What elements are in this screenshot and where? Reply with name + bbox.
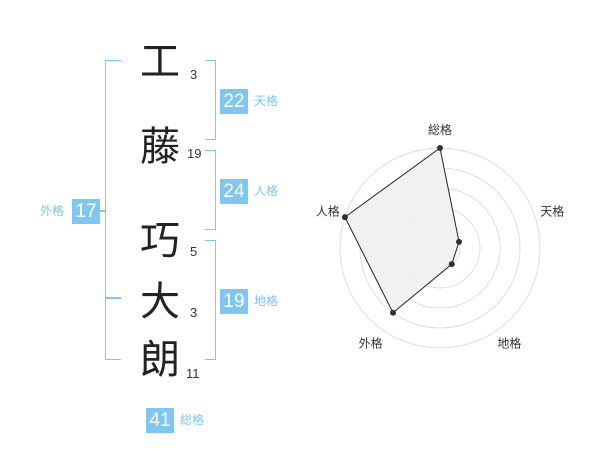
radar-point-1 (437, 145, 443, 151)
gaikaku-bracket (105, 60, 121, 360)
stroke-count-3: 5 (190, 244, 198, 259)
gaikaku-badge: 17 (72, 199, 100, 224)
stroke-count-2: 19 (187, 146, 202, 161)
radar-axis-label-4: 外格 (359, 335, 383, 350)
radar-series (344, 147, 460, 314)
tenkaku-bracket (205, 60, 216, 140)
radar-polygon (344, 147, 460, 314)
radar-axis-label-1: 総格 (428, 122, 452, 137)
name-char-1: 工 (140, 39, 180, 85)
radar-point-2 (456, 238, 463, 245)
jinkaku-label: 人格 (254, 184, 279, 198)
jinkaku-badge: 24 (220, 179, 248, 204)
soukaku-label: 総格 (180, 413, 205, 427)
name-char-4: 大 (140, 279, 180, 325)
chikaku-label: 地格 (254, 294, 279, 308)
radar-axis-label-3: 地格 (497, 335, 521, 350)
radar-axis-label-5: 人格 (316, 204, 340, 219)
stroke-count-1: 3 (190, 67, 198, 82)
radar-points (341, 145, 463, 316)
radar-point-3 (448, 261, 455, 268)
tenkaku-badge: 22 (220, 89, 248, 114)
gaikaku-label: 外格 (40, 204, 65, 218)
stroke-count-5: 11 (186, 366, 200, 381)
chikaku-bracket (205, 240, 216, 360)
tenkaku-label: 天格 (254, 94, 279, 108)
jinkaku-bracket (205, 150, 216, 230)
stroke-count-4: 3 (190, 305, 198, 320)
name-char-5: 朗 (140, 337, 180, 383)
name-char-3: 巧 (140, 218, 180, 264)
radar-point-4 (389, 309, 396, 316)
radar-axis-label-2: 天格 (540, 204, 564, 219)
gaikaku-bracket-tick (105, 297, 121, 299)
radar-point-5 (341, 214, 348, 221)
soukaku-badge: 41 (146, 408, 174, 433)
gaikaku-bracket-connector (98, 210, 106, 212)
name-char-2: 藤 (140, 124, 180, 170)
chikaku-badge: 19 (220, 289, 248, 314)
